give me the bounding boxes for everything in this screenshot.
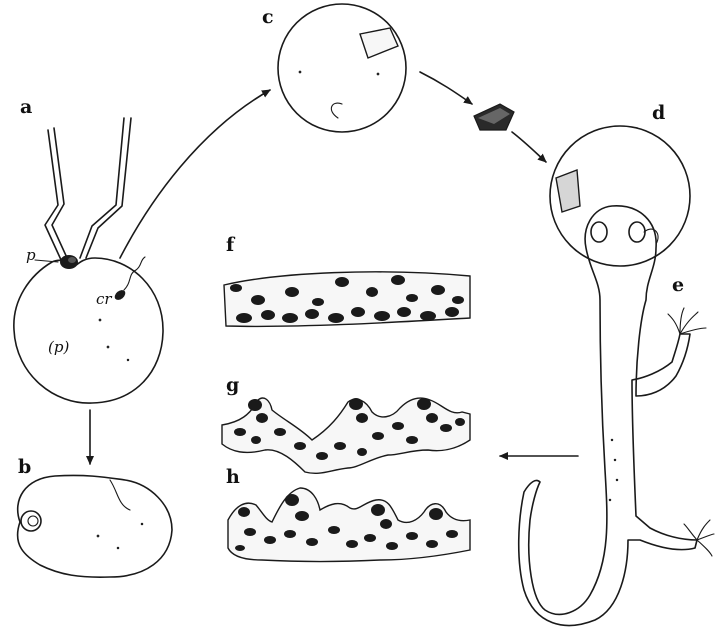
label-cr: cr: [96, 292, 112, 307]
panel-b-embryo: [18, 475, 172, 577]
panel-c-egg: [278, 4, 406, 132]
arrow-a-to-c: [120, 90, 270, 258]
label-p-paren: (p): [48, 340, 69, 355]
panel-d-egg: [550, 126, 690, 266]
excised-graft: [474, 104, 514, 130]
panel-h-section: [228, 488, 470, 562]
label-p: p: [26, 248, 36, 263]
panel-g-section: [222, 398, 470, 473]
grafted-patch: [556, 170, 580, 212]
panel-label-e: e: [672, 276, 684, 295]
panel-label-c: c: [262, 8, 274, 27]
panel-label-f: f: [226, 236, 234, 255]
arrow-c-to-graft: [420, 72, 472, 104]
panel-label-b: b: [18, 458, 31, 477]
panel-label-h: h: [226, 468, 240, 487]
tissue-patch-c: [360, 28, 398, 58]
panel-label-a: a: [20, 98, 32, 117]
panel-a-egg: [14, 258, 163, 403]
forceps-right-outer: [80, 118, 124, 258]
panel-label-d: d: [652, 104, 665, 123]
arrow-graft-to-d: [512, 132, 546, 162]
panel-label-g: g: [226, 376, 239, 395]
egg-outline: [14, 258, 163, 403]
panel-e-salamander: [519, 206, 714, 626]
panel-f-section: [224, 272, 470, 327]
forceps: [45, 118, 131, 262]
pole-tissue: [35, 255, 78, 269]
crescent-pointer: [113, 257, 145, 302]
